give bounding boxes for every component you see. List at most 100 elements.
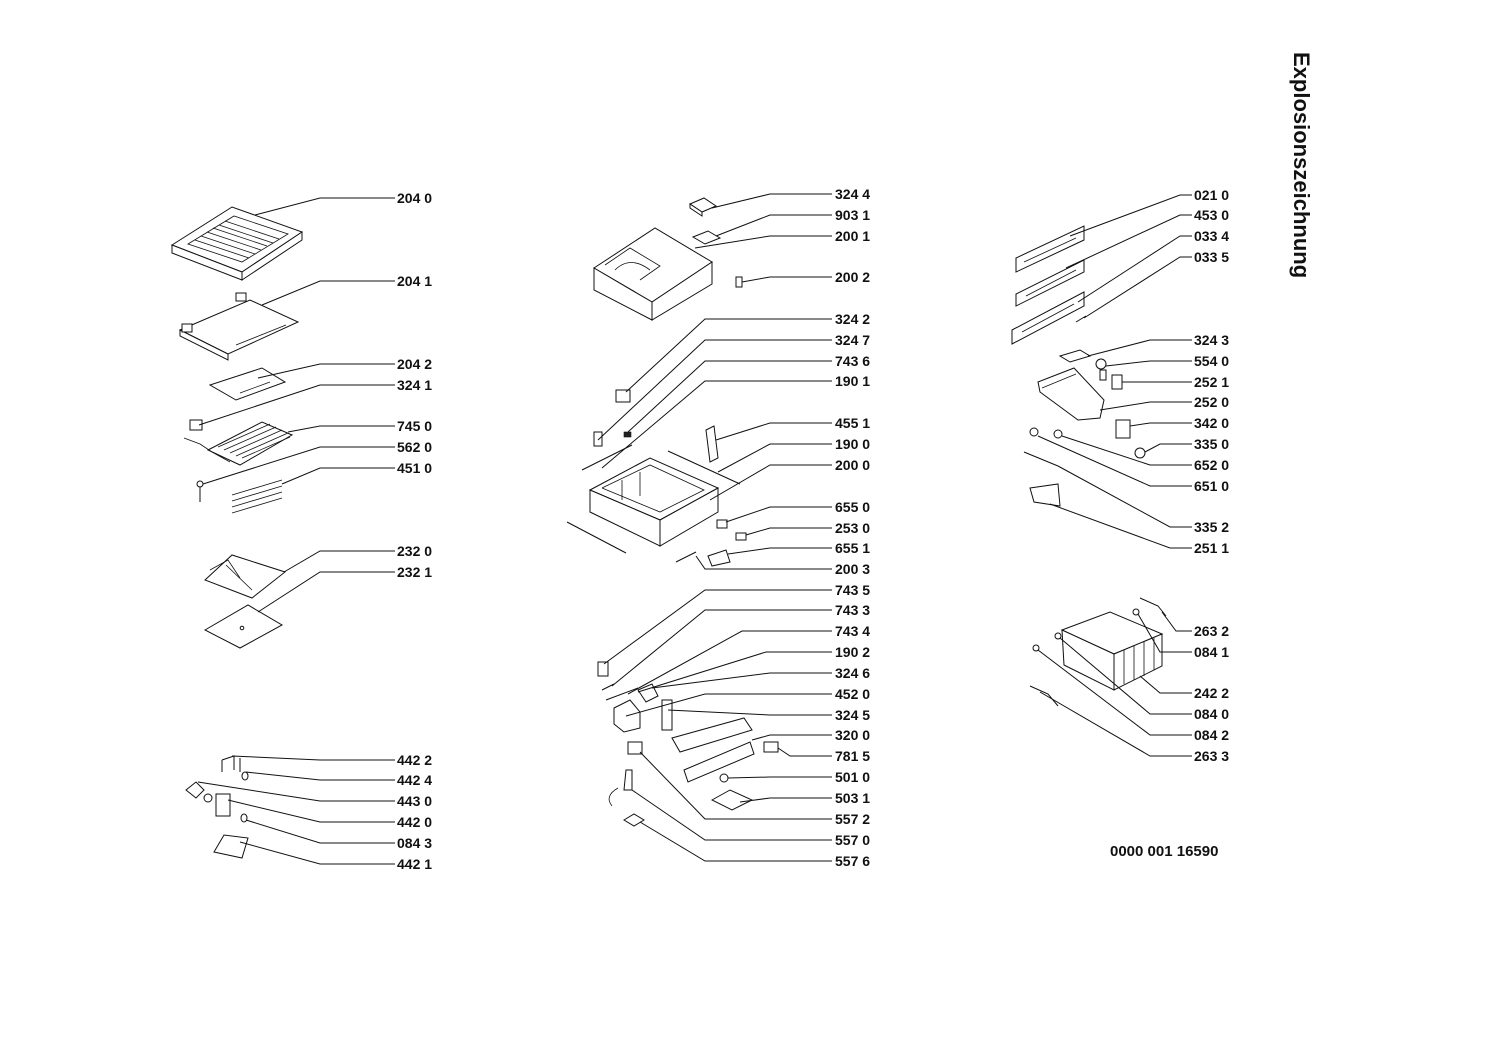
callout-903-1: 903 1 [715,207,870,237]
diagram-title: Explosionszeichnung [1289,52,1314,278]
callout-781-5: 781 5 [777,747,870,764]
svg-text:084 3: 084 3 [397,835,432,851]
svg-text:200 0: 200 0 [835,457,870,473]
svg-text:743 4: 743 4 [835,623,870,639]
callout-253-0: 253 0 [745,520,870,536]
callout-252-0: 252 0 [1099,394,1229,411]
callout-033-4: 033 4 [1077,228,1229,303]
svg-text:252 0: 252 0 [1194,394,1229,410]
svg-text:452 0: 452 0 [835,686,870,702]
svg-text:324 3: 324 3 [1194,332,1229,348]
callout-557-6: 557 6 [639,821,870,869]
callout-232-0: 232 0 [283,543,432,573]
part-rail-bottom [566,521,627,554]
callout-200-1: 200 1 [694,228,870,249]
svg-text:263 2: 263 2 [1194,623,1229,639]
svg-text:204 0: 204 0 [397,190,432,206]
part-drip-tray [204,554,287,599]
svg-text:084 2: 084 2 [1194,727,1229,743]
callout-743-4: 743 4 [627,623,870,695]
svg-text:190 0: 190 0 [835,436,870,452]
callout-324-3: 324 3 [1087,332,1229,357]
svg-text:443 0: 443 0 [397,793,432,809]
part-clip-small [189,419,203,431]
svg-text:204 1: 204 1 [397,273,432,289]
svg-text:084 0: 084 0 [1194,706,1229,722]
callout-554-0: 554 0 [1105,353,1229,369]
callout-453-0: 453 0 [1065,207,1229,269]
svg-text:320 0: 320 0 [835,727,870,743]
callout-200-3: 200 3 [695,555,870,577]
callout-324-7: 324 7 [597,332,870,441]
part-rails-right [1029,597,1167,707]
callout-342-0: 342 0 [1129,415,1229,431]
svg-text:655 0: 655 0 [835,499,870,515]
svg-text:324 5: 324 5 [835,707,870,723]
callout-335-0: 335 0 [1144,436,1229,453]
callout-190-0: 190 0 [717,436,870,473]
callout-251-1: 251 1 [1049,503,1229,556]
part-grille-small [691,230,722,245]
callout-252-1: 252 1 [1122,374,1229,390]
part-pin-b [1075,315,1087,323]
svg-text:253 0: 253 0 [835,520,870,536]
callout-651-0: 651 0 [1037,435,1229,494]
callout-745-0: 745 0 [287,418,432,434]
callout-743-5: 743 5 [603,582,870,665]
svg-text:232 1: 232 1 [397,564,432,580]
svg-text:501 0: 501 0 [835,769,870,785]
svg-text:442 4: 442 4 [397,772,432,788]
svg-text:554 0: 554 0 [1194,353,1229,369]
part-bracket [705,425,719,463]
svg-text:745 0: 745 0 [397,418,432,434]
part-bracket-b [675,549,731,567]
part-electronics-group [1023,349,1146,507]
part-crisper-drawer [1060,611,1164,691]
svg-text:252 1: 252 1 [1194,374,1229,390]
callout-200-2: 200 2 [741,269,870,285]
svg-text:324 1: 324 1 [397,377,432,393]
svg-text:781 5: 781 5 [835,748,870,764]
svg-text:242 2: 242 2 [1194,685,1229,701]
part-hinge-set [185,755,249,859]
callout-452-0: 452 0 [625,686,870,717]
callout-324-4: 324 4 [711,186,870,209]
callout-190-2: 190 2 [637,644,870,693]
svg-text:324 6: 324 6 [835,665,870,681]
callout-084-3: 084 3 [245,819,432,851]
callout-655-1: 655 1 [727,540,870,556]
callout-324-1: 324 1 [198,377,432,426]
callout-084-1: 084 1 [1137,613,1229,660]
part-control-group [597,661,673,733]
svg-text:200 1: 200 1 [835,228,870,244]
svg-text:033 5: 033 5 [1194,249,1229,265]
svg-text:342 0: 342 0 [1194,415,1229,431]
callout-443-0: 443 0 [197,781,432,809]
callout-324-5: 324 5 [667,707,870,723]
callout-451-0: 451 0 [281,460,432,485]
svg-text:743 5: 743 5 [835,582,870,598]
part-evaporator-cover [208,367,287,401]
svg-text:324 2: 324 2 [835,311,870,327]
part-drawer-frame [588,457,720,547]
svg-text:200 3: 200 3 [835,561,870,577]
svg-text:200 2: 200 2 [835,269,870,285]
part-shelf-plate [178,292,300,361]
parts-illustrations [170,197,1167,859]
part-pin [735,276,743,288]
callout-442-0: 442 0 [227,799,432,830]
callout-layer: 204 0 204 1 204 2 324 1 745 0 562 0 451 … [197,186,1229,872]
svg-text:442 1: 442 1 [397,856,432,872]
svg-text:251 1: 251 1 [1194,540,1229,556]
svg-text:557 0: 557 0 [835,832,870,848]
svg-text:451 0: 451 0 [397,460,432,476]
part-clip-a [615,389,631,403]
svg-text:442 2: 442 2 [397,752,432,768]
callout-503-1: 503 1 [739,790,870,806]
svg-text:743 6: 743 6 [835,353,870,369]
callout-557-0: 557 0 [631,789,870,848]
callout-084-0: 084 0 [1059,637,1229,722]
svg-text:324 7: 324 7 [835,332,870,348]
part-control-panel [671,717,779,783]
